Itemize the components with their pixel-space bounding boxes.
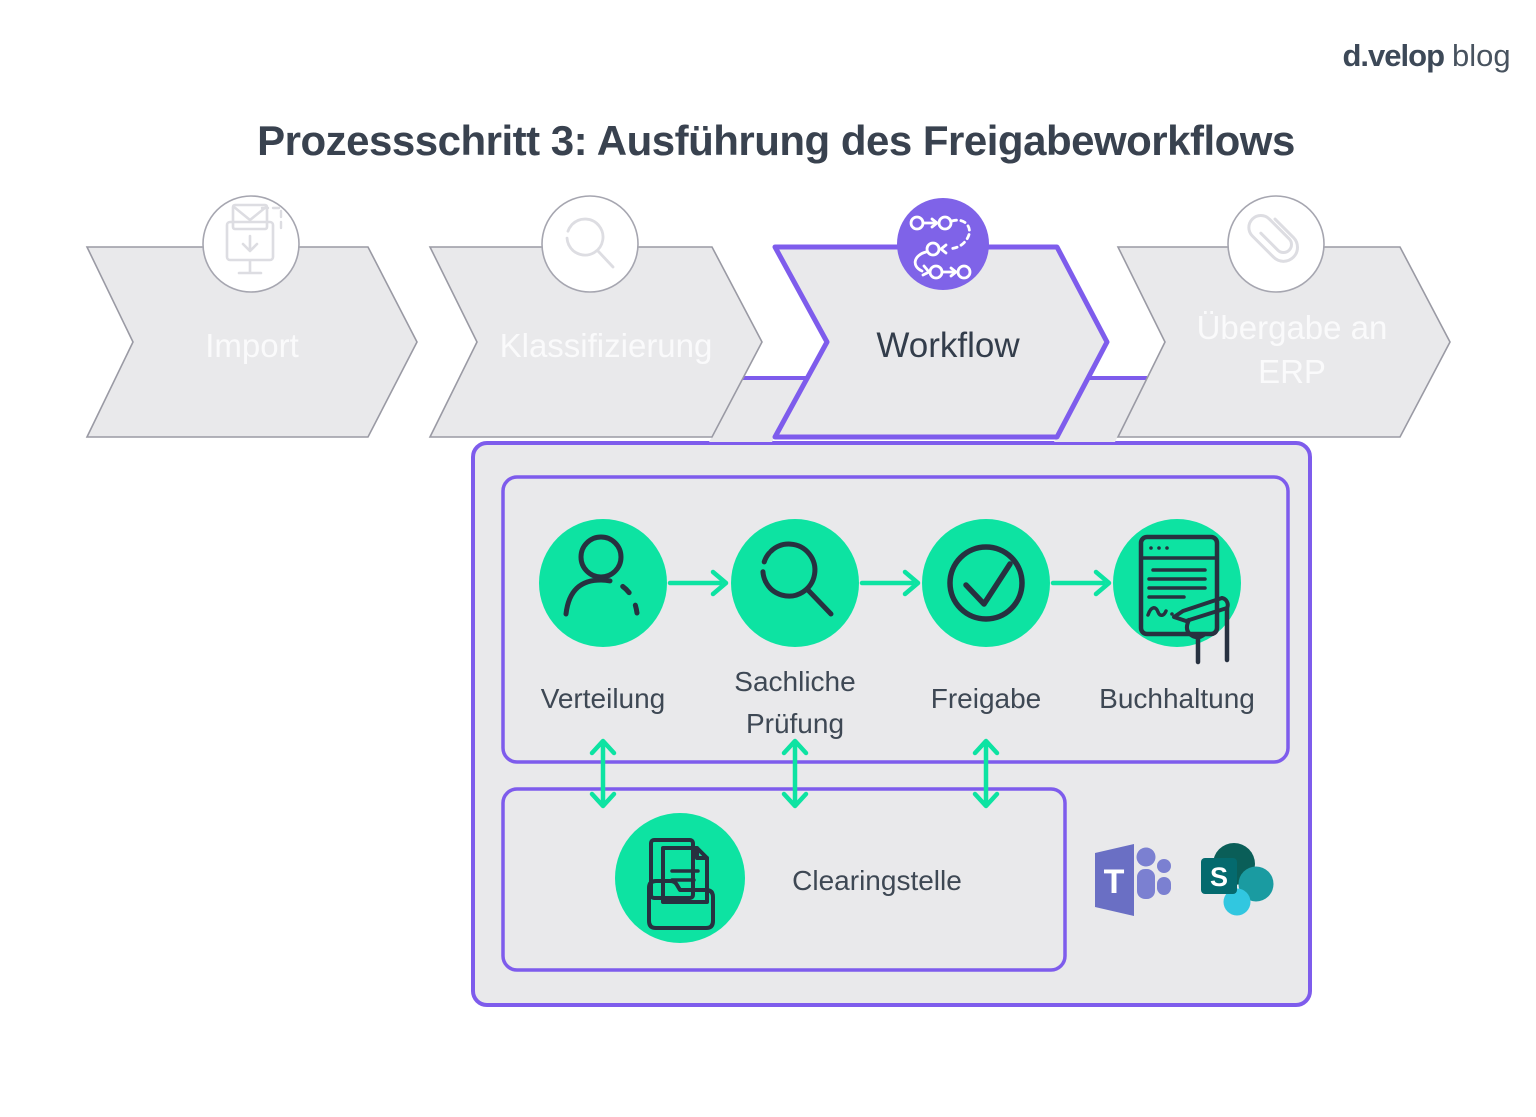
monitor-mail-import-icon [225, 203, 283, 275]
magnifier-icon [760, 541, 834, 617]
step-circle [539, 519, 667, 647]
process-step-workflow: Workflow [772, 198, 1110, 440]
person-icon [563, 534, 640, 617]
workflow-nodes-icon [909, 215, 972, 280]
chevron-label: Import [205, 327, 299, 364]
approval-step-buchhaltung: Buchhaltung [1099, 519, 1255, 714]
approval-step-verteilung: Verteilung [539, 519, 667, 714]
chevron-label: Klassifizierung [500, 327, 713, 364]
chevron-label-line2: ERP [1258, 353, 1326, 390]
approval-steps-panel [501, 475, 1290, 764]
panel-chevron-connector-left [709, 376, 807, 442]
step-label-line2: Prüfung [746, 708, 844, 739]
page-title: Prozessschritt 3: Ausführung des Freigab… [257, 117, 1295, 164]
step-label: Verteilung [541, 683, 666, 714]
chevron-shape [428, 246, 763, 438]
clearing-label: Clearingstelle [792, 865, 962, 896]
document-signing-icon [1138, 534, 1230, 665]
clearing-panel [501, 787, 1067, 972]
check-circle-icon [947, 544, 1025, 622]
step-badge [541, 195, 639, 293]
panel-chevron-connector-right [1054, 376, 1147, 442]
step-circle [922, 519, 1050, 647]
exchange-arrows [589, 738, 1000, 809]
step-label: Freigabe [931, 683, 1042, 714]
folder-documents-icon [647, 838, 715, 930]
process-step-uebergabe-erp: Übergabe an ERP [1116, 195, 1451, 438]
double-arrow-icon [781, 738, 809, 809]
step-circle [731, 519, 859, 647]
chevron-shape-active [772, 244, 1110, 440]
clearing-circle [615, 813, 745, 943]
approval-step-sachliche-pruefung: Sachliche Prüfung [731, 519, 859, 739]
approval-step-freigabe: Freigabe [922, 519, 1050, 714]
step-badge [1227, 195, 1325, 293]
arrow-right-icon [1050, 569, 1112, 597]
dvelop-blog-logo: d.velop blog [1342, 38, 1510, 73]
step-badge-active [897, 198, 989, 290]
integration-logos: T S [1095, 843, 1274, 916]
process-step-import: Import [85, 195, 418, 438]
chevron-label-line1: Übergabe an [1197, 309, 1388, 346]
arrow-right-icon [667, 569, 729, 597]
step-label-line1: Sachliche [734, 666, 855, 697]
paperclip-icon [1247, 214, 1299, 263]
arrow-right-icon [859, 569, 921, 597]
logo-brand-text: d.velop [1342, 38, 1444, 73]
chevron-shape [1116, 246, 1451, 438]
logo-suffix-text: blog [1452, 38, 1511, 73]
magnifier-icon [565, 217, 615, 269]
step-label: Buchhaltung [1099, 683, 1255, 714]
ms-sharepoint-icon: S [1201, 843, 1274, 916]
sharepoint-letter: S [1210, 862, 1228, 892]
chevron-label: Workflow [876, 326, 1020, 365]
approval-steps: Verteilung Sachliche Prüfung Freigabe [539, 519, 1255, 739]
process-step-klassifizierung: Klassifizierung [428, 195, 763, 438]
clearing-station: Clearingstelle [615, 813, 962, 943]
ms-teams-icon: T [1095, 844, 1171, 916]
double-arrow-icon [589, 738, 617, 809]
process-chevrons: Import Klassifizierung [85, 195, 1451, 440]
double-arrow-icon [972, 738, 1000, 809]
teams-letter: T [1104, 863, 1125, 901]
chevron-shape [85, 246, 418, 438]
